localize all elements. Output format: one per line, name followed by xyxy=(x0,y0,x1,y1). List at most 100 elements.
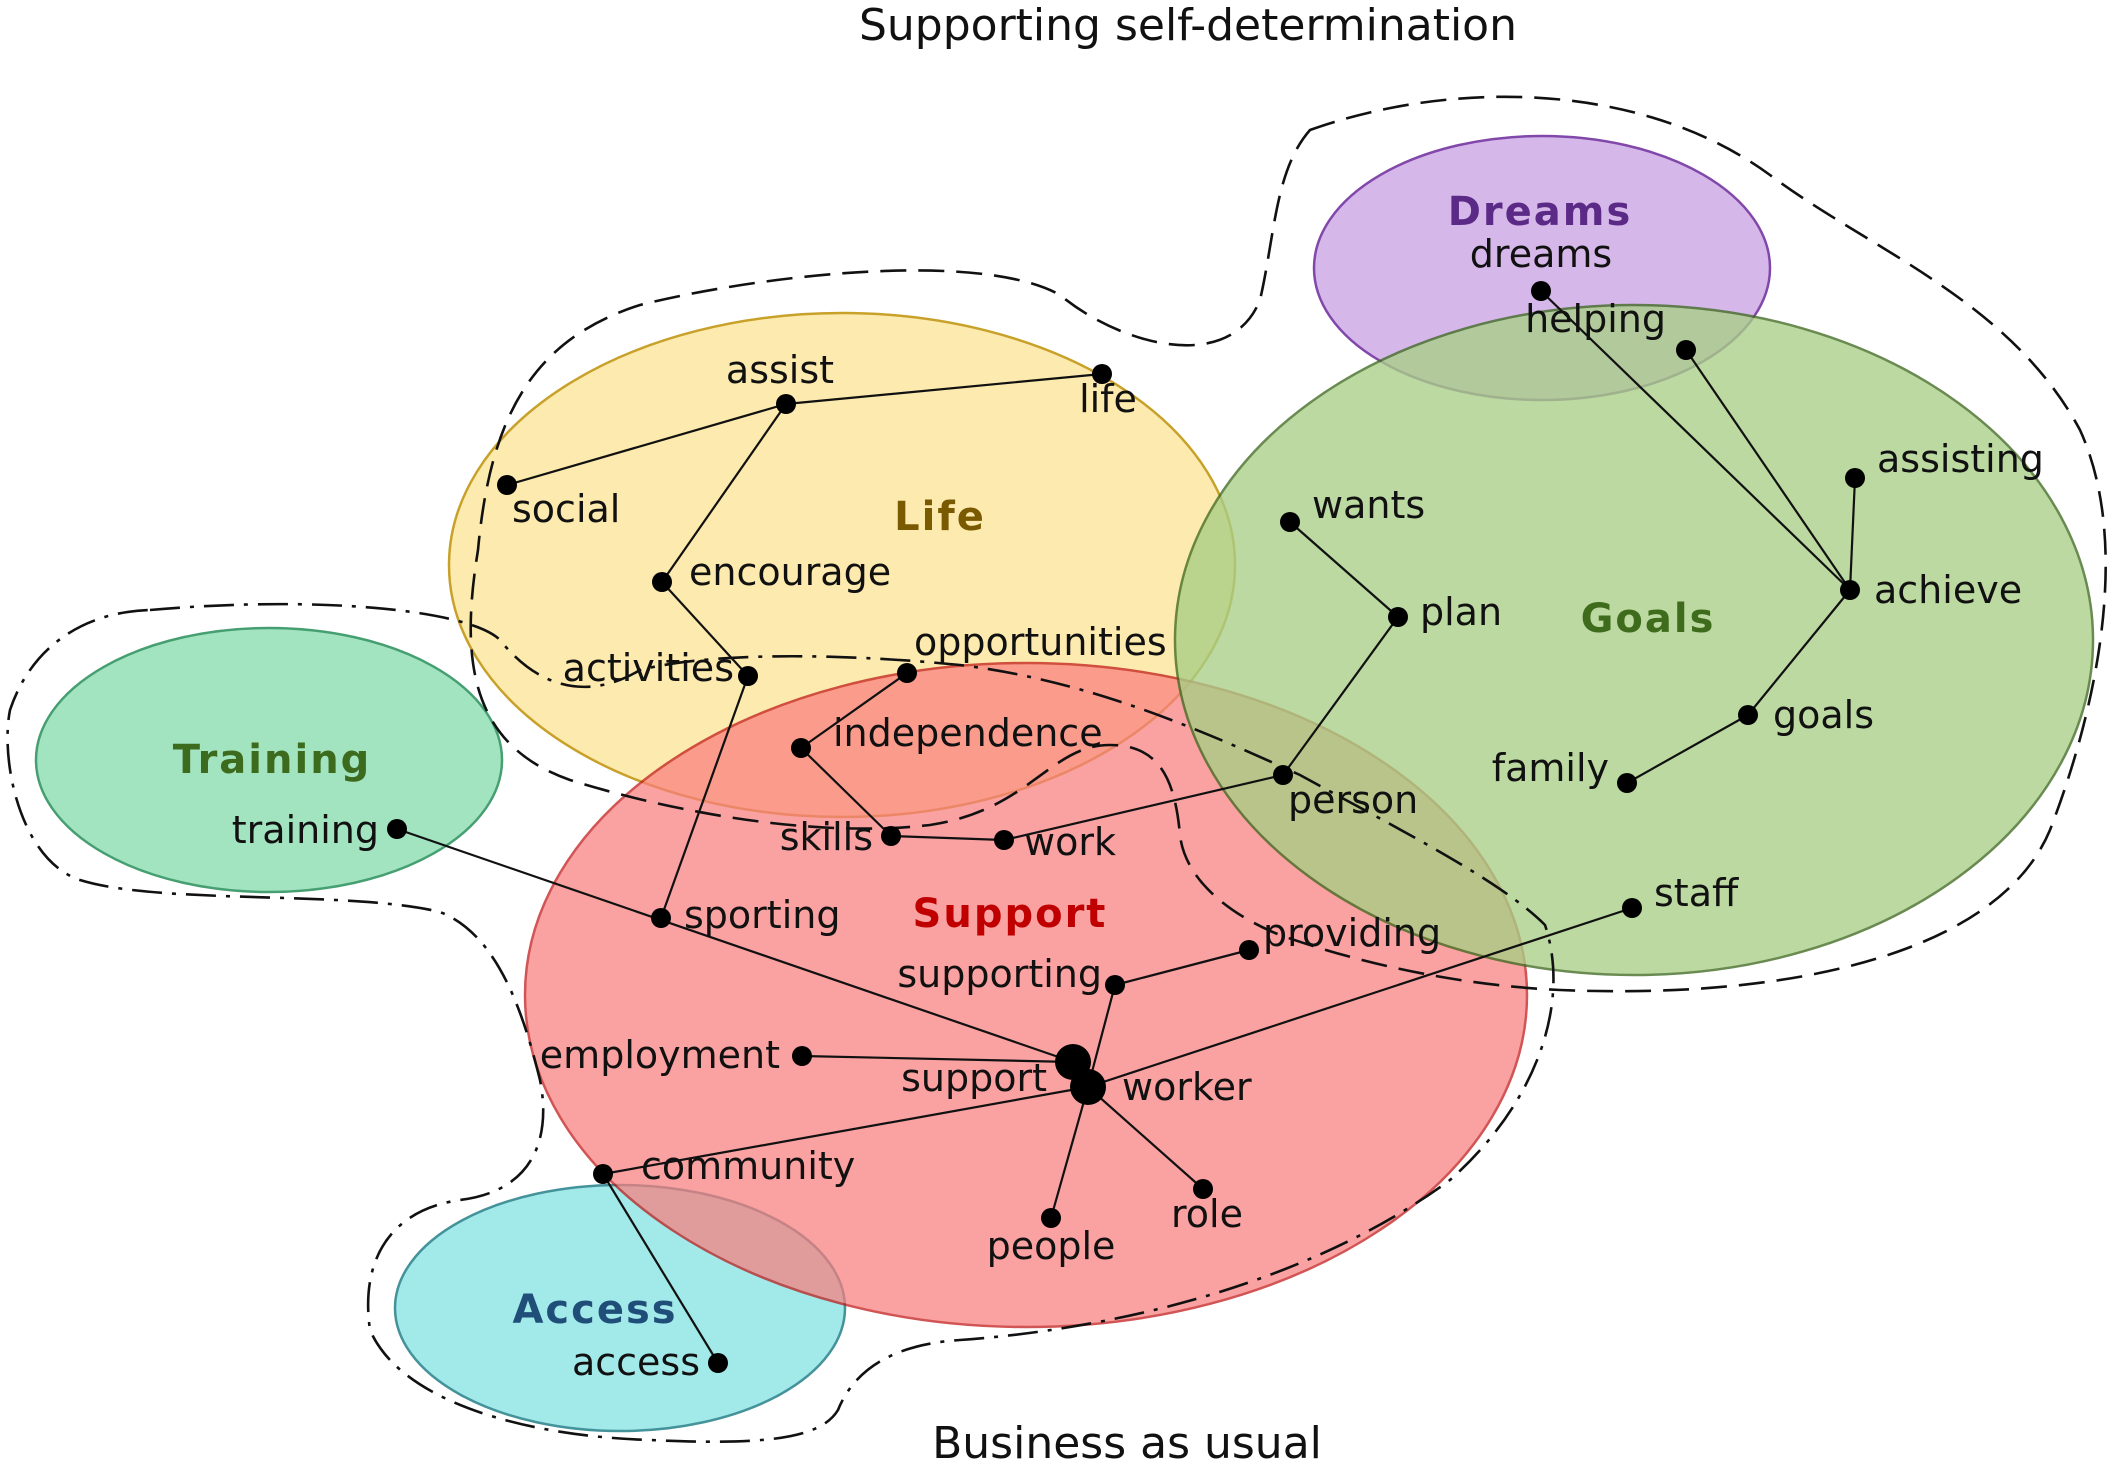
node-assisting xyxy=(1845,468,1865,488)
node-label-worker: worker xyxy=(1122,1065,1252,1109)
edge-encourage-activities xyxy=(661,581,749,677)
edge-worker-staff xyxy=(1087,906,1633,1089)
node-assist xyxy=(776,394,796,414)
node-sporting xyxy=(651,908,671,928)
node-people xyxy=(1041,1208,1061,1228)
edge-supporting-providing xyxy=(1114,948,1250,987)
edge-independence-skills xyxy=(800,747,892,837)
edge-employment-support xyxy=(801,1054,1074,1064)
edge-layer xyxy=(396,290,1857,1364)
node-label-skills: skills xyxy=(780,815,873,859)
edge-helping-achieve xyxy=(1685,349,1851,591)
node-label-access: access xyxy=(572,1340,700,1384)
business-as-usual-boundary xyxy=(6,602,1555,1443)
node-work xyxy=(994,830,1014,850)
node-plan xyxy=(1388,607,1408,627)
node-activities xyxy=(738,666,758,686)
node-community xyxy=(593,1164,613,1184)
node-training xyxy=(387,819,407,839)
caption-top: Supporting self-determination xyxy=(859,0,1517,51)
node-role xyxy=(1193,1179,1213,1199)
cluster-label-support: Support xyxy=(913,891,1108,937)
node-goals xyxy=(1738,705,1758,725)
edge-goals-family xyxy=(1626,714,1749,784)
edge-community-access xyxy=(602,1173,719,1364)
edge-assisting-achieve xyxy=(1848,477,1857,591)
edge-achieve-goals xyxy=(1747,589,1851,716)
node-wants xyxy=(1280,512,1300,532)
node-label-assist: assist xyxy=(726,348,834,392)
node-achieve xyxy=(1840,580,1860,600)
edge-assist-encourage xyxy=(661,403,787,583)
node-access xyxy=(708,1353,728,1373)
node-label-staff: staff xyxy=(1654,871,1739,915)
node-dreams xyxy=(1531,281,1551,301)
node-label-life: life xyxy=(1079,377,1137,421)
node-label-wants: wants xyxy=(1312,483,1425,527)
node-providing xyxy=(1239,940,1259,960)
node-label-community: community xyxy=(641,1144,855,1188)
self-determination-boundary xyxy=(469,95,2107,993)
node-label-encourage: encourage xyxy=(689,550,891,594)
cluster-label-life: Life xyxy=(894,494,986,540)
node-label-role: role xyxy=(1171,1192,1243,1236)
cluster-label-layer: Dreams Goals Life Support Training Acces… xyxy=(173,189,1716,1333)
cluster-layer xyxy=(34,134,2095,1433)
edge-worker-role xyxy=(1087,1086,1204,1190)
edge-training-support xyxy=(396,827,1074,1064)
caption-bottom: Business as usual xyxy=(932,1418,1322,1466)
node-opportunities xyxy=(897,663,917,683)
node-label-dreams: dreams xyxy=(1470,232,1612,276)
node-worker xyxy=(1070,1069,1106,1105)
edge-activities-sporting xyxy=(659,675,750,919)
node-label-employment: employment xyxy=(540,1033,780,1077)
edge-wants-plan xyxy=(1289,521,1399,618)
node-layer xyxy=(387,281,1865,1373)
node-label-supporting: supporting xyxy=(897,952,1102,996)
node-staff xyxy=(1622,898,1642,918)
node-label-sporting: sporting xyxy=(684,893,840,937)
node-label-layer: dreamshelpingassistingachievewantsplango… xyxy=(232,232,2044,1384)
node-label-support: support xyxy=(901,1056,1047,1100)
node-label-providing: providing xyxy=(1263,911,1441,955)
node-label-independence: independence xyxy=(833,711,1103,755)
node-independence xyxy=(791,738,811,758)
node-family xyxy=(1617,773,1637,793)
node-label-family: family xyxy=(1492,746,1609,790)
edge-plan-person xyxy=(1282,616,1399,776)
node-employment xyxy=(792,1046,812,1066)
node-label-plan: plan xyxy=(1420,590,1502,634)
cluster-training-region xyxy=(34,626,504,894)
cluster-label-dreams: Dreams xyxy=(1448,189,1633,235)
node-person xyxy=(1273,765,1293,785)
node-encourage xyxy=(652,572,672,592)
edge-skills-work xyxy=(890,834,1005,842)
cluster-goals-region xyxy=(1173,303,2095,977)
node-label-activities: activities xyxy=(563,646,734,690)
node-label-person: person xyxy=(1288,778,1418,822)
node-label-people: people xyxy=(987,1224,1116,1268)
node-skills xyxy=(881,826,901,846)
node-helping xyxy=(1676,340,1696,360)
cluster-label-access: Access xyxy=(512,1287,677,1333)
node-life xyxy=(1092,364,1112,384)
edge-opportunities-independence xyxy=(800,672,908,749)
edge-worker-people xyxy=(1049,1086,1090,1219)
node-label-training: training xyxy=(232,808,379,852)
node-label-helping: helping xyxy=(1525,297,1666,341)
node-label-social: social xyxy=(512,487,620,531)
edge-social-assist xyxy=(506,402,787,487)
edge-dreams-achieve xyxy=(1540,290,1851,591)
cluster-label-training: Training xyxy=(173,737,372,783)
edge-community-worker xyxy=(602,1085,1089,1176)
node-label-work: work xyxy=(1024,820,1116,864)
node-label-opportunities: opportunities xyxy=(914,620,1167,664)
node-label-assisting: assisting xyxy=(1877,437,2044,481)
node-supporting xyxy=(1105,975,1125,995)
cluster-label-goals: Goals xyxy=(1581,596,1716,642)
edge-person-work xyxy=(1003,773,1284,842)
edge-assist-life xyxy=(785,372,1103,406)
node-social xyxy=(497,475,517,495)
